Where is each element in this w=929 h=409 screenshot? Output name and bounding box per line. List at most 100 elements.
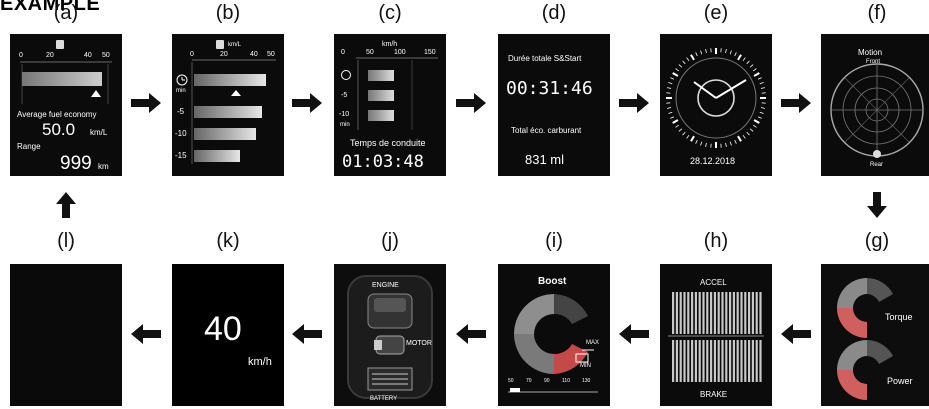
panel-i-tick-70: 70 bbox=[526, 378, 532, 384]
clock-tick bbox=[753, 72, 760, 77]
clock-tick bbox=[672, 72, 679, 77]
clock-tick bbox=[682, 131, 686, 136]
clock-tick bbox=[682, 60, 686, 65]
accel-bar bbox=[732, 292, 735, 334]
panel-b-row-15: -15 bbox=[175, 151, 187, 160]
panel-i-tick-90: 90 bbox=[544, 378, 550, 384]
brake-bar bbox=[751, 340, 754, 382]
clock-tick bbox=[668, 111, 673, 114]
panel-d-label-total-time: Durée totale S&Start bbox=[508, 54, 582, 63]
panel-b-min: min bbox=[176, 88, 186, 94]
clock-tick bbox=[752, 68, 757, 72]
panel-i-tick-130: 130 bbox=[582, 378, 591, 384]
panel-i-tick-50: 50 bbox=[508, 378, 514, 384]
panel-f-radar bbox=[830, 63, 924, 158]
figure-heading: EXAMPLE bbox=[0, 0, 101, 15]
panel-i-graphics bbox=[508, 294, 598, 393]
panel-c-driving-time: km/h 0 50 100 150 -5 -10 min Temps de co… bbox=[334, 34, 446, 176]
panel-h-accel-brake: ACCEL BRAKE bbox=[660, 264, 772, 406]
clock-tick bbox=[690, 135, 695, 142]
caption-d: (d) bbox=[541, 2, 567, 24]
brake-bar bbox=[675, 340, 678, 382]
brake-bar bbox=[698, 340, 701, 382]
accel-bar bbox=[691, 292, 694, 334]
panel-c-label: Temps de conduite bbox=[350, 138, 426, 148]
panel-b-row-5: -5 bbox=[177, 107, 185, 116]
accel-bar bbox=[717, 292, 720, 334]
brake-bar bbox=[713, 340, 716, 382]
clock-tick bbox=[749, 64, 754, 68]
clock-tick bbox=[742, 134, 746, 139]
panel-f-front: Front bbox=[866, 59, 881, 65]
accel-bar bbox=[736, 292, 739, 334]
clock-tick bbox=[759, 111, 764, 114]
panel-h-bars bbox=[668, 292, 764, 382]
panel-b-graphics bbox=[176, 40, 276, 164]
panel-c-graphics bbox=[341, 57, 438, 130]
arrow-l-to-a bbox=[56, 192, 76, 218]
clock-tick bbox=[670, 77, 675, 80]
clock-tick bbox=[742, 57, 746, 62]
arrow-d-to-e bbox=[619, 93, 649, 113]
caption-k: (k) bbox=[216, 230, 240, 252]
panel-b-tick-40: 40 bbox=[250, 51, 258, 58]
panel-d-time: 00:31:46 bbox=[506, 78, 593, 99]
panel-e-date: 28.12.2018 bbox=[690, 156, 736, 166]
clock-tick bbox=[700, 50, 703, 55]
arrow-g-to-h bbox=[781, 324, 811, 344]
panel-b-tick-0: 0 bbox=[190, 51, 194, 58]
caption-i: (i) bbox=[545, 230, 563, 252]
accel-bar bbox=[755, 292, 758, 334]
clock-tick bbox=[705, 142, 707, 147]
panel-i-title: Boost bbox=[538, 276, 567, 287]
panel-a-graphics bbox=[20, 40, 112, 104]
clock-tick bbox=[760, 87, 765, 89]
panel-a-tick-50: 50 bbox=[102, 52, 110, 59]
panel-f-title: Motion bbox=[858, 48, 883, 57]
clock-tick bbox=[725, 142, 727, 147]
clock-tick bbox=[668, 82, 673, 85]
panel-c-tick-100: 100 bbox=[394, 49, 406, 56]
caption-e: (e) bbox=[703, 2, 729, 24]
clock-tick bbox=[760, 107, 765, 109]
brake-bar bbox=[755, 340, 758, 382]
panel-a-tick-20: 20 bbox=[46, 52, 54, 59]
panel-b-tick-50: 50 bbox=[267, 51, 275, 58]
clock-tick bbox=[757, 116, 762, 119]
accel-bar bbox=[706, 292, 709, 334]
brake-bar bbox=[759, 340, 762, 382]
accel-bar bbox=[744, 292, 747, 334]
clock-tick bbox=[746, 131, 750, 136]
panel-e-clock-face bbox=[666, 48, 766, 148]
panel-a-economy-unit: km/L bbox=[90, 128, 108, 137]
clock-tick bbox=[753, 119, 760, 124]
panel-c-row-10: -10 bbox=[339, 111, 350, 118]
panel-c-tick-50: 50 bbox=[366, 49, 374, 56]
brake-bar bbox=[683, 340, 686, 382]
panel-h-brake: BRAKE bbox=[700, 390, 728, 399]
brake-bar bbox=[706, 340, 709, 382]
brake-bar bbox=[736, 340, 739, 382]
arrow-f-to-g bbox=[867, 192, 887, 218]
accel-bar bbox=[698, 292, 701, 334]
panel-i-tick-110: 110 bbox=[562, 378, 570, 384]
accel-bar bbox=[675, 292, 678, 334]
clock-tick bbox=[749, 128, 754, 132]
clock-tick bbox=[734, 139, 737, 144]
accel-bar bbox=[694, 292, 697, 334]
clock-tick bbox=[678, 128, 683, 132]
brake-bar bbox=[694, 340, 697, 382]
panel-a-fuel-economy: 0 20 40 50 Average fuel economy 50.0 km/… bbox=[10, 34, 122, 176]
panel-c-unit: km/h bbox=[382, 41, 398, 48]
clock-tick bbox=[678, 64, 683, 68]
panel-g-power: Power bbox=[887, 376, 913, 386]
clock-tick bbox=[725, 49, 727, 54]
panel-g-torque: Torque bbox=[885, 312, 913, 322]
clock-tick bbox=[705, 49, 707, 54]
accel-bar bbox=[751, 292, 754, 334]
clock-tick bbox=[670, 116, 675, 119]
accel-bar bbox=[713, 292, 716, 334]
arrow-k-to-l bbox=[131, 324, 161, 344]
brake-bar bbox=[702, 340, 705, 382]
panel-i-max: MAX bbox=[586, 340, 600, 346]
